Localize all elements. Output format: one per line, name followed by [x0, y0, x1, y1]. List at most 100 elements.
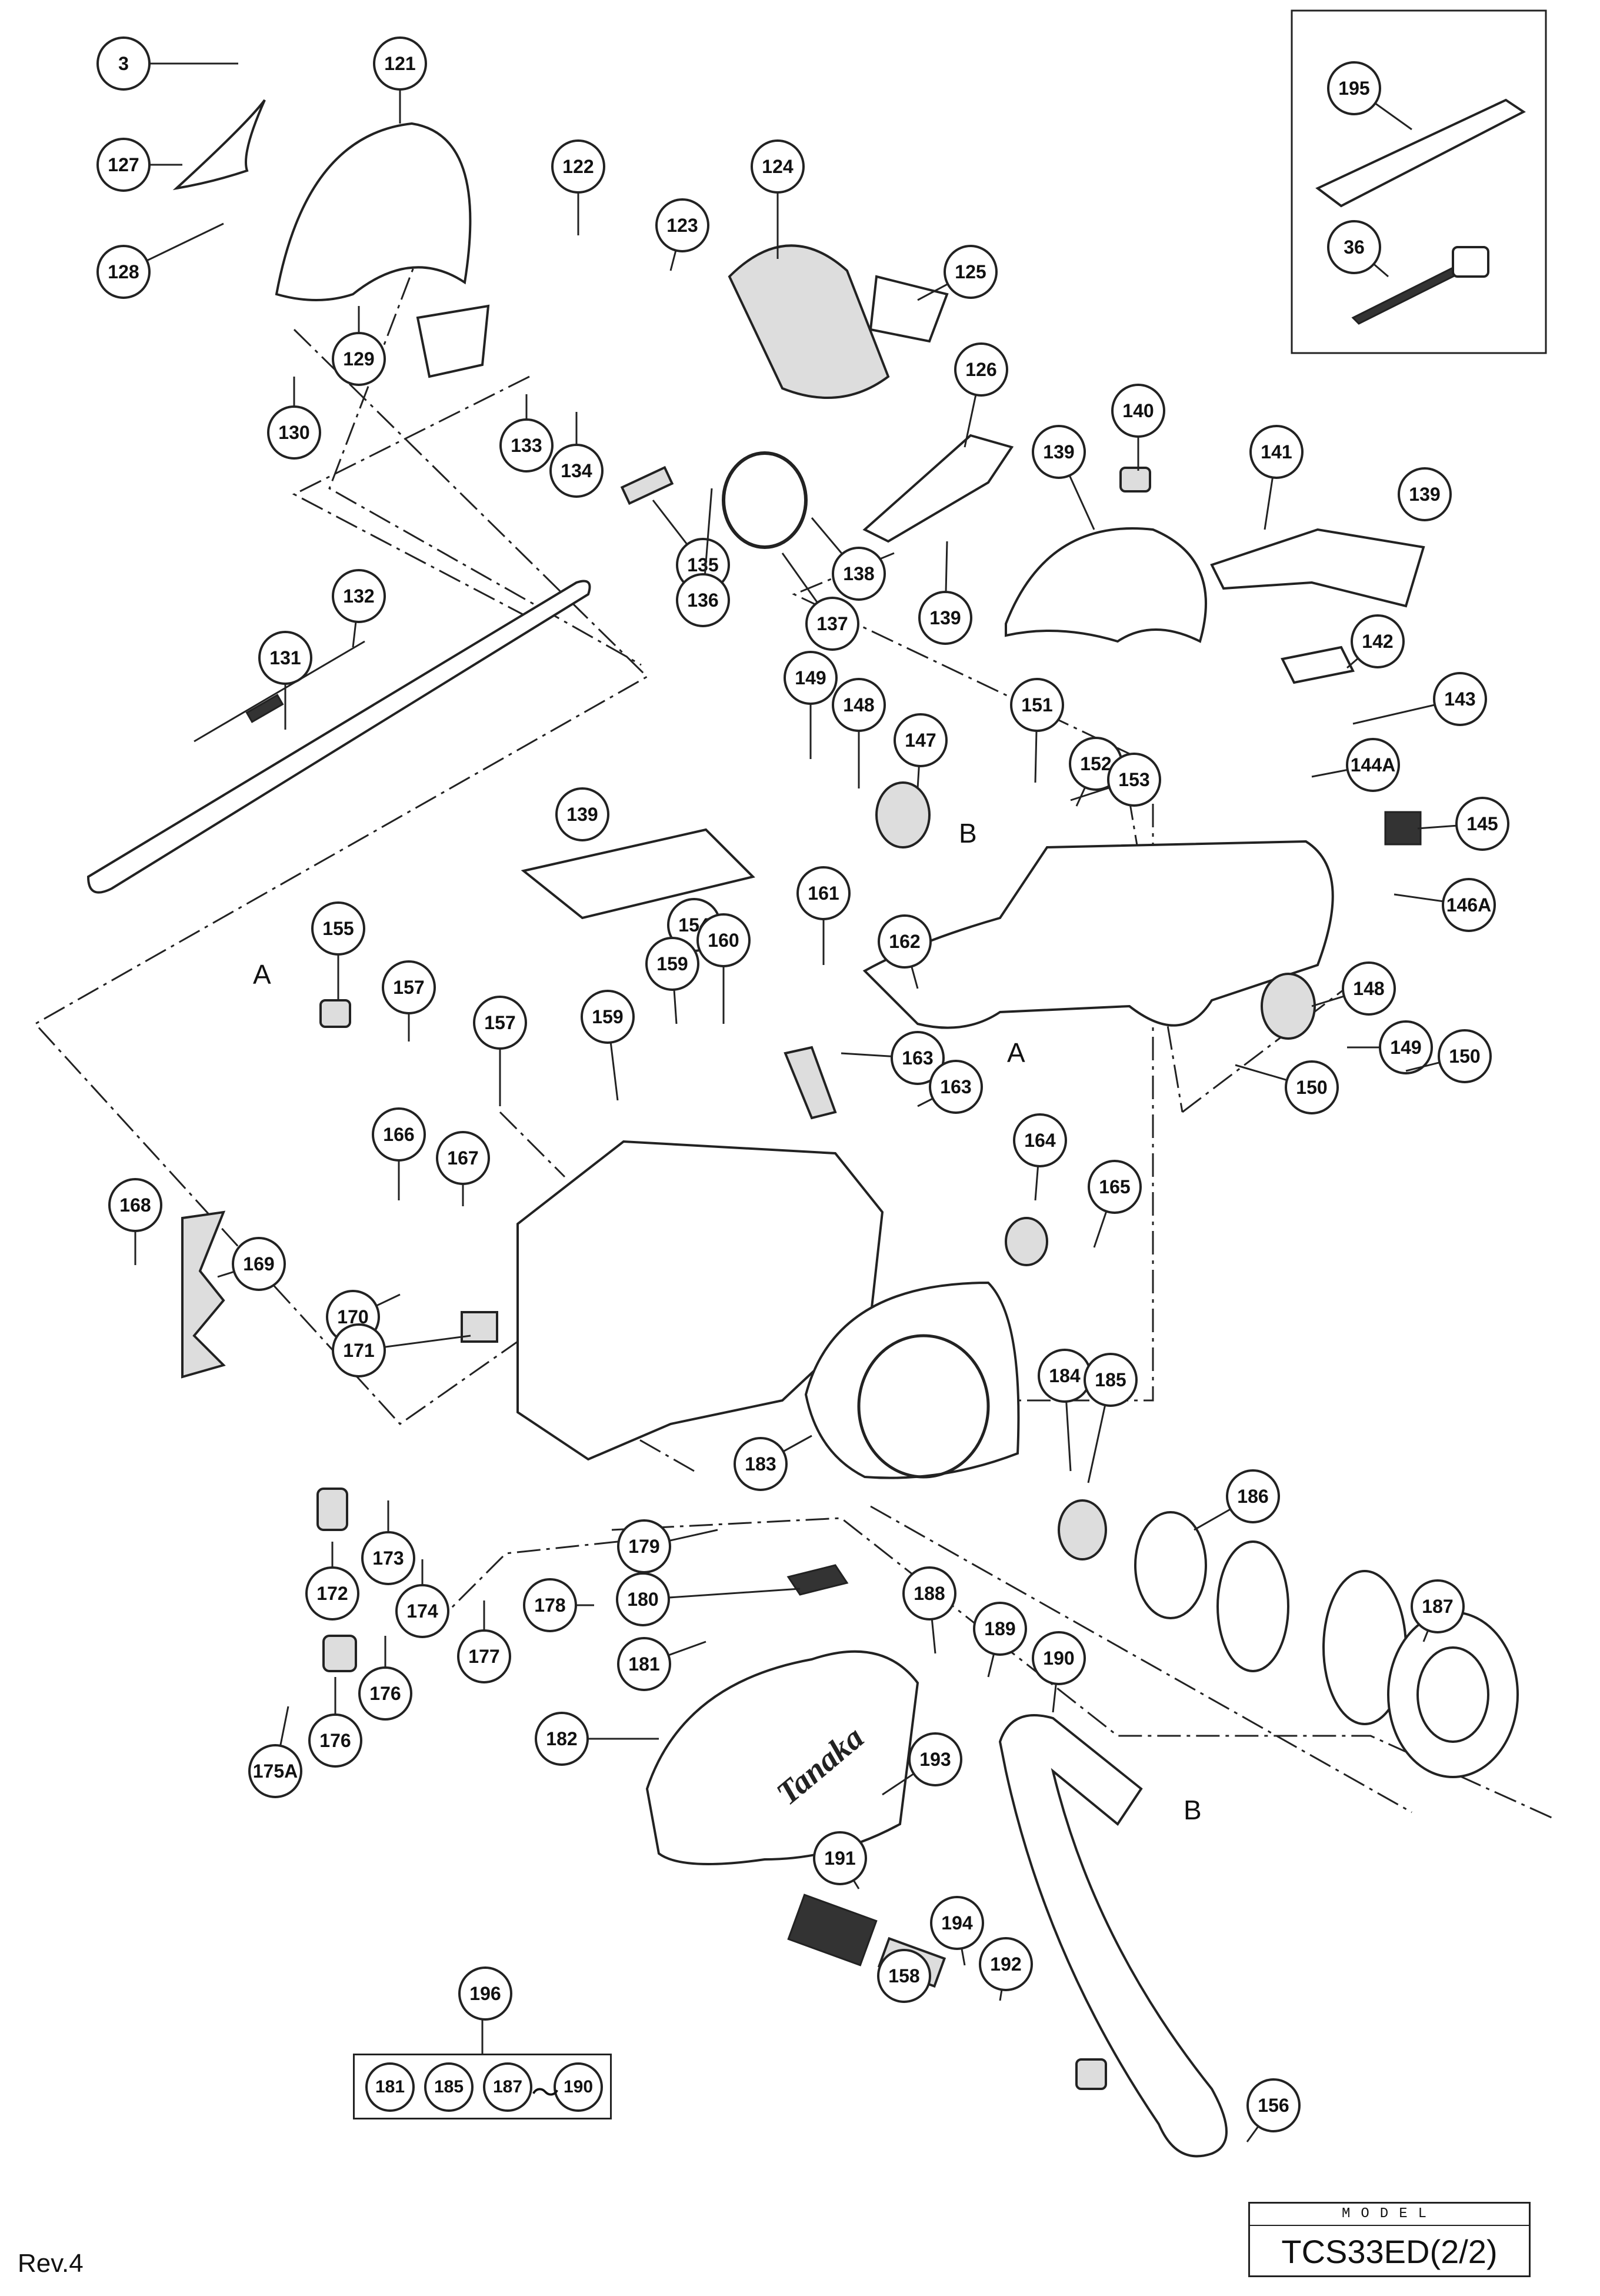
section-refs: A A B B	[253, 818, 1202, 1825]
callout-161: 161	[796, 866, 851, 965]
callout-label: 150	[1296, 1077, 1327, 1098]
callout-label: 148	[843, 694, 874, 716]
callout-label: 149	[1390, 1037, 1421, 1058]
callout-173: 173	[361, 1500, 415, 1585]
callout-194: 194	[930, 1896, 984, 1966]
callout-166: 166	[372, 1107, 426, 1200]
callout-label: 162	[889, 931, 920, 952]
callout-label: 182	[546, 1728, 577, 1749]
callout-label: 3	[118, 53, 129, 74]
callout-145: 145	[1417, 797, 1509, 851]
model-box: MODEL TCS33ED(2/2)	[1248, 2202, 1531, 2277]
callout-kit-number: 196	[458, 1966, 512, 2021]
callout-label: 141	[1261, 441, 1292, 462]
chain-catcher	[461, 1311, 498, 1343]
part-shapes: Tanaka	[86, 98, 1526, 2158]
revision-label: Rev.4	[18, 2249, 84, 2278]
callout-label: 123	[666, 215, 698, 236]
callout-label: 189	[984, 1618, 1015, 1639]
callout-label: 163	[902, 1047, 933, 1069]
callout-146A: 146A	[1394, 878, 1496, 932]
callout-158: 158	[877, 1949, 931, 2003]
callout-192: 192	[979, 1937, 1033, 2001]
callout-label: 184	[1049, 1365, 1081, 1386]
callout-182: 182	[535, 1712, 659, 1766]
buffer-lower	[1075, 2058, 1107, 2090]
callout-label: 122	[562, 156, 594, 177]
guide-bar	[86, 580, 591, 894]
callout-186: 186	[1194, 1469, 1280, 1531]
callout-label: 144A	[1351, 754, 1396, 776]
callout-165: 165	[1088, 1160, 1142, 1248]
callout-141: 141	[1249, 425, 1304, 530]
callout-184: 184	[1038, 1349, 1092, 1472]
callout-121: 121	[373, 36, 427, 124]
starter-cover	[645, 1650, 919, 1865]
callout-136: 136	[676, 488, 730, 627]
callout-label: 137	[816, 613, 848, 634]
cover-plate	[172, 99, 266, 191]
fuel-pipe-cap	[322, 1635, 357, 1672]
callout-label: 190	[1043, 1648, 1074, 1669]
callout-183: 183	[734, 1435, 812, 1491]
callout-label: 125	[955, 261, 986, 282]
chain-link	[245, 694, 284, 723]
callout-193: 193	[882, 1732, 962, 1796]
callout-123: 123	[655, 198, 709, 271]
callout-label: 126	[965, 359, 996, 380]
vibration-spring	[787, 1894, 878, 1966]
callout-label: 173	[372, 1548, 404, 1569]
callout-label: 139	[566, 804, 598, 825]
callout-137: 137	[781, 553, 859, 651]
callout-157: 157	[473, 996, 527, 1106]
callout-label: 185	[1095, 1369, 1126, 1390]
callout-150: 150	[1405, 1029, 1492, 1083]
callout-label: 160	[708, 930, 739, 951]
callout-label: 142	[1362, 631, 1393, 652]
callout-125: 125	[917, 245, 998, 301]
callout-label: 175A	[253, 1761, 298, 1782]
callout-130: 130	[267, 377, 321, 460]
callout-label: 151	[1021, 694, 1052, 716]
callout-label: 153	[1118, 769, 1149, 790]
callout-159: 159	[645, 937, 699, 1024]
callout-label: 159	[656, 953, 688, 974]
brake-band	[722, 451, 808, 549]
callout-164: 164	[1013, 1113, 1067, 1201]
buffer-upper	[319, 999, 351, 1028]
callout-122: 122	[551, 139, 605, 235]
callout-label: 181	[628, 1653, 659, 1675]
callout-162: 162	[878, 914, 932, 989]
callout-label: 183	[745, 1453, 776, 1475]
svg-text:196: 196	[469, 1983, 501, 2004]
ratchet-plate	[1134, 1511, 1207, 1619]
callout-177: 177	[457, 1600, 511, 1683]
kit-member-185: 185	[424, 2062, 474, 2112]
starter-pulley	[1058, 1499, 1107, 1560]
callout-label: 177	[468, 1646, 499, 1667]
callout-180: 180	[616, 1572, 801, 1626]
callout-label: 36	[1344, 237, 1365, 258]
callout-174: 174	[395, 1559, 449, 1638]
callout-label: 192	[990, 1954, 1021, 1975]
callout-label: 161	[808, 883, 839, 904]
callout-label: 172	[316, 1583, 348, 1604]
starter-grip	[786, 1564, 849, 1596]
callout-179: 179	[617, 1519, 718, 1573]
callout-129: 129	[332, 306, 386, 386]
ref-b-upper: B	[959, 818, 977, 848]
callout-171: 171	[332, 1323, 471, 1377]
recoil-spring-inner	[1416, 1646, 1489, 1743]
choke-knob	[1119, 467, 1151, 493]
callout-139: 139	[918, 541, 972, 645]
callout-3: 3	[96, 36, 238, 91]
callout-label: 158	[888, 1965, 919, 1986]
callout-156: 156	[1246, 2078, 1301, 2142]
callout-label: 193	[919, 1749, 951, 1770]
callout-label: 140	[1122, 400, 1154, 421]
callout-label: 165	[1099, 1176, 1130, 1197]
callout-148: 148	[1311, 961, 1396, 1016]
callout-153: 153	[1070, 753, 1161, 807]
callout-189: 189	[973, 1602, 1027, 1678]
